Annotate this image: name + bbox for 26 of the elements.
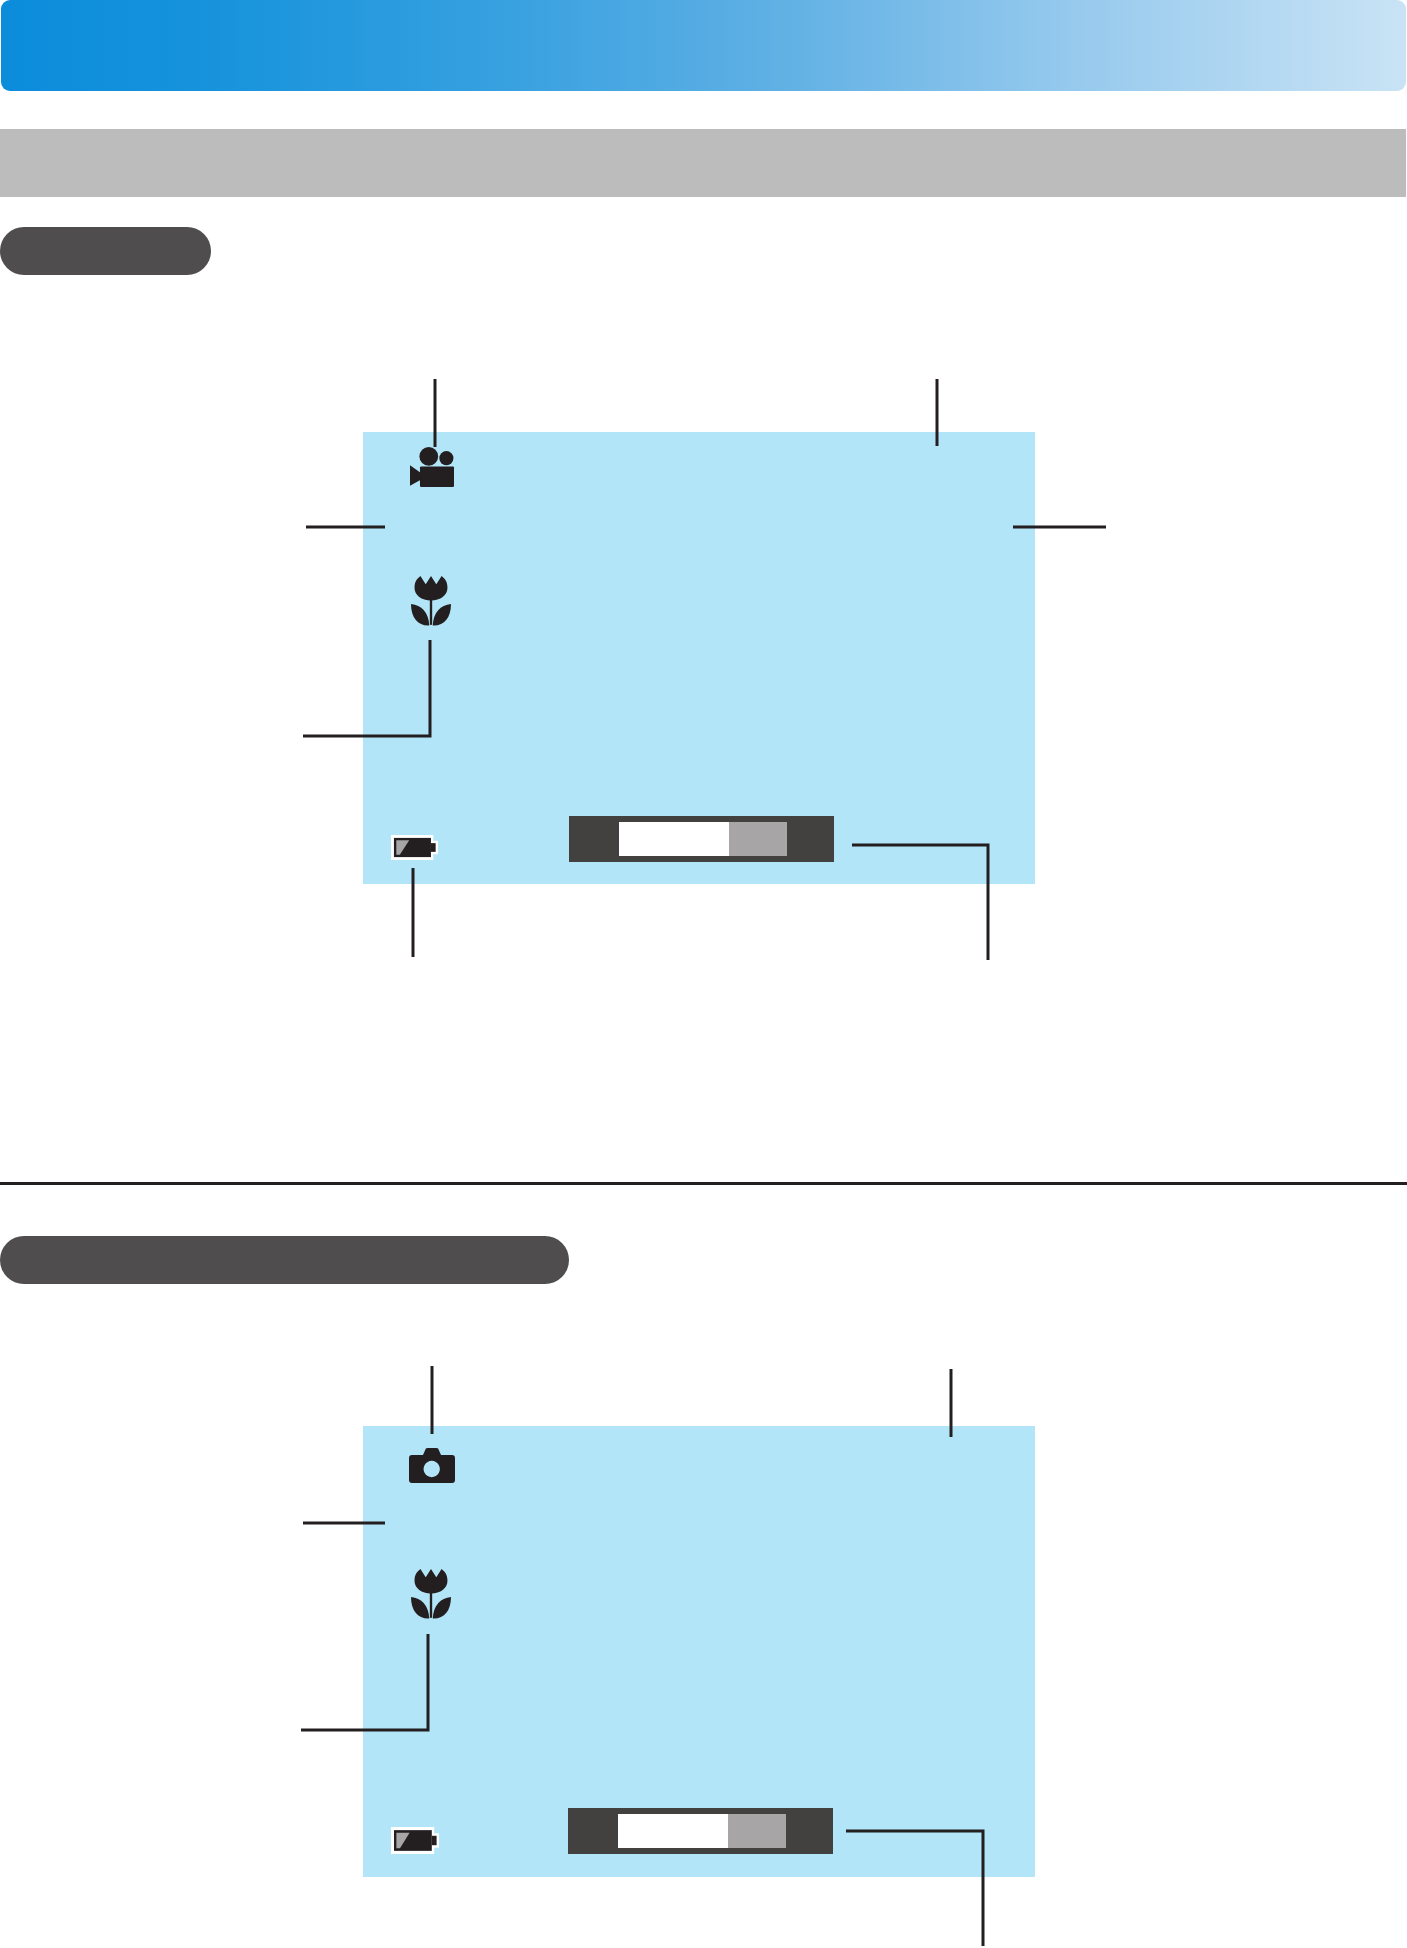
leader-line	[846, 1829, 985, 1946]
display-screen	[363, 1426, 1035, 1877]
zoom-indicator-bar	[569, 816, 834, 862]
title-banner	[1, 0, 1406, 91]
section-band	[0, 129, 1406, 197]
display-screen	[363, 432, 1035, 884]
leader-line	[411, 868, 415, 957]
leader-line	[433, 379, 437, 447]
heading-pill	[0, 227, 211, 275]
heading-pill	[0, 1236, 569, 1284]
zoom-indicator-bar	[568, 1808, 833, 1854]
leader-line	[852, 843, 990, 960]
battery-icon	[391, 1827, 439, 1854]
leader-line	[935, 379, 939, 446]
camera-icon	[409, 1448, 455, 1483]
tulip-icon	[411, 1569, 451, 1619]
leader-line	[303, 640, 432, 738]
leader-line	[301, 1634, 430, 1732]
movie-camera-icon	[410, 447, 454, 487]
leader-line	[303, 1521, 385, 1525]
leader-line	[306, 525, 385, 529]
leader-line	[949, 1369, 953, 1437]
leader-line	[1013, 525, 1106, 529]
tulip-icon	[411, 576, 451, 626]
battery-icon	[391, 835, 438, 860]
leader-line	[430, 1366, 434, 1434]
